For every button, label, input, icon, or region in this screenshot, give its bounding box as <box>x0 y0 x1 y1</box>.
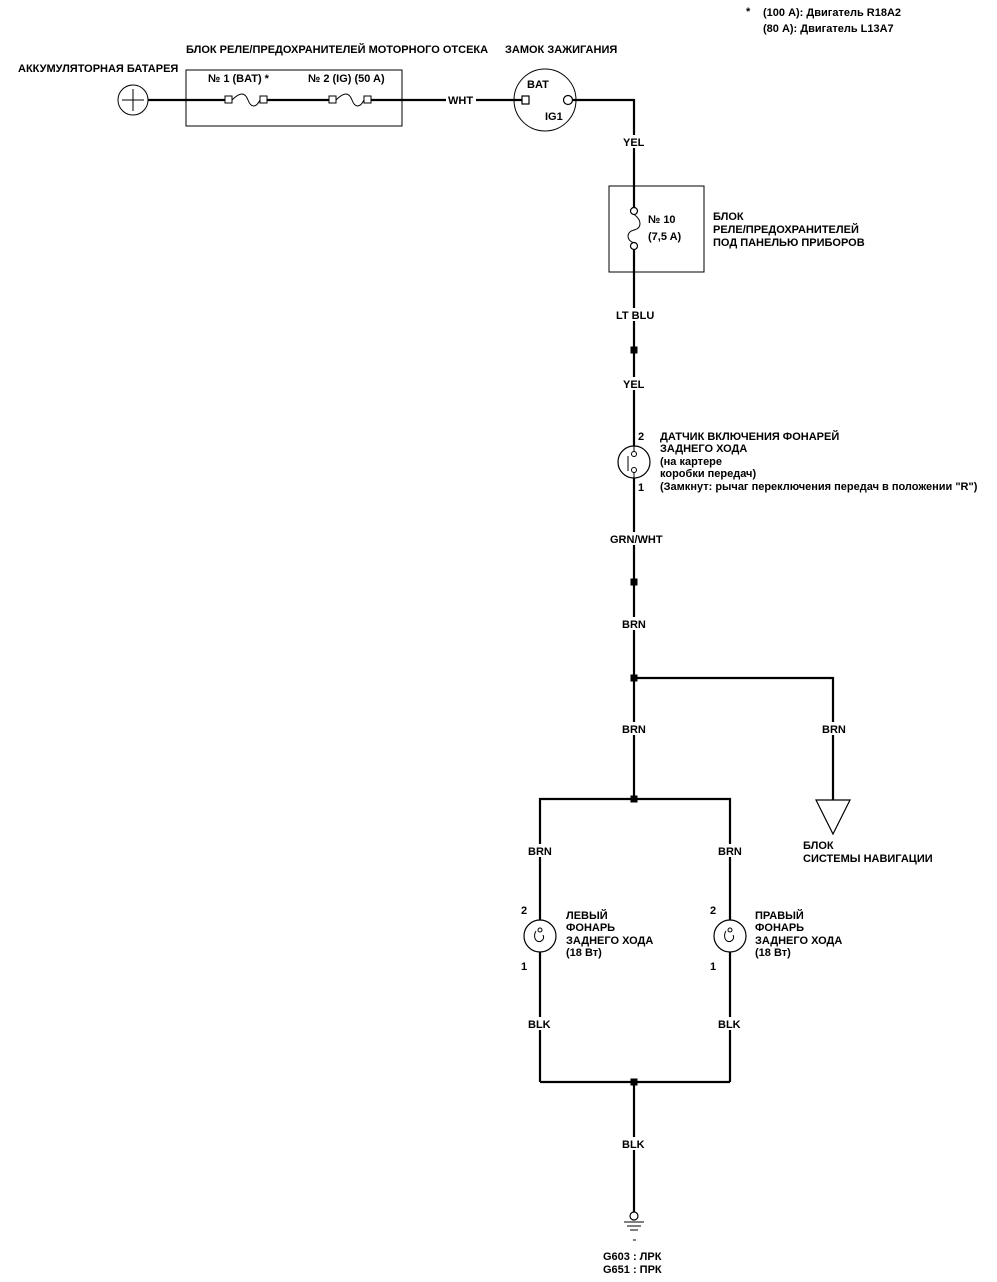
fuse2-icon <box>328 93 372 107</box>
wire-label-bg <box>526 844 556 857</box>
wire-label-grnwht: GRN/WHT <box>610 534 663 546</box>
engine-fuse-box <box>185 69 403 127</box>
wire-label-bg <box>608 532 664 545</box>
right-lamp-pin2: 2 <box>710 905 716 917</box>
right-lamp-icon <box>713 919 747 953</box>
battery-label: АККУМУЛЯТОРНАЯ БАТАРЕЯ <box>18 63 178 75</box>
wire-brn-lamps <box>538 797 732 920</box>
wire-label-brn-nav: BRN <box>822 724 846 736</box>
left-lamp-icon <box>523 919 557 953</box>
wire-label-ltblu: LT BLU <box>616 310 654 322</box>
fuse2-label: № 2 (IG) (50 A) <box>308 73 385 85</box>
wire-ig1-yel <box>572 98 636 208</box>
junction-dot <box>630 795 638 803</box>
wire-brn-nav <box>634 676 835 800</box>
dash-fuse-box-label2: РЕЛЕ/ПРЕДОХРАНИТЕЛЕЙ <box>713 223 859 236</box>
right-lamp-label3: ЗАДНЕГО ХОДА <box>755 935 842 947</box>
fuse1-label: № 1 (BAT) * <box>208 73 270 85</box>
right-lamp-label1: ПРАВЫЙ <box>755 909 804 922</box>
navigation-arrow-icon <box>815 799 851 836</box>
footnote-star: * <box>746 6 751 18</box>
reverse-switch-label5: (Замкнут: рычаг переключения передач в п… <box>660 481 978 493</box>
reverse-switch-label3: (на картере <box>660 456 722 468</box>
left-lamp-label2: ФОНАРЬ <box>566 922 615 934</box>
wire-label-bg <box>446 93 476 106</box>
right-lamp-pin1: 1 <box>710 961 716 973</box>
left-lamp-label1: ЛЕВЫЙ <box>566 909 608 922</box>
ignition-bat-label: BAT <box>527 79 549 91</box>
fuse10-icon <box>627 206 641 251</box>
fuse10-rating: (7,5 A) <box>648 231 682 243</box>
footnote-line2: (80 А): Двигатель L13A7 <box>763 23 894 35</box>
dash-fuse-box <box>608 185 705 273</box>
ignition-ig1-label: IG1 <box>545 111 563 123</box>
reverse-switch-icon <box>617 445 651 479</box>
wire-label-yel1: YEL <box>623 137 645 149</box>
reverse-switch-label4: коробки передач) <box>660 468 756 480</box>
footnote-line1: (100 А): Двигатель R18A2 <box>763 7 901 19</box>
navigation-label2: СИСТЕМЫ НАВИГАЦИИ <box>803 853 933 865</box>
right-lamp-label4: (18 Вт) <box>755 947 791 959</box>
reverse-switch-label2: ЗАДНЕГО ХОДА <box>660 443 747 455</box>
wire-label-brn-left: BRN <box>528 846 552 858</box>
wire-label-bg <box>716 844 746 857</box>
wire-label-brn1: BRN <box>622 619 646 631</box>
wire-label-blk-right: BLK <box>718 1019 741 1031</box>
ground-icon <box>624 1211 644 1241</box>
wire-label-yel2: YEL <box>623 379 645 391</box>
ground-label1: G603 : ЛРК <box>603 1251 662 1263</box>
engine-fuse-box-label: БЛОК РЕЛЕ/ПРЕДОХРАНИТЕЛЕЙ МОТОРНОГО ОТСЕ… <box>186 43 488 56</box>
wire-label-bg <box>620 1137 650 1150</box>
wire-label-brn2: BRN <box>622 724 646 736</box>
wire-label-bg <box>620 617 650 630</box>
fuse10-label: № 10 <box>648 214 676 226</box>
wire-label-bg <box>614 308 656 321</box>
wire-label-brn-right: BRN <box>718 846 742 858</box>
junction-dot <box>630 674 638 682</box>
connector-dot <box>630 578 638 586</box>
ignition-switch-icon <box>513 68 577 132</box>
left-lamp-label3: ЗАДНЕГО ХОДА <box>566 935 653 947</box>
reverse-switch-pin1: 1 <box>638 482 644 494</box>
wire-label-bg <box>620 722 650 735</box>
left-lamp-label4: (18 Вт) <box>566 947 602 959</box>
wire-label-bg <box>620 135 650 148</box>
dash-fuse-box-label1: БЛОК <box>713 211 744 223</box>
left-lamp-pin1: 1 <box>521 961 527 973</box>
wire-label-bg <box>620 377 650 390</box>
reverse-switch-label1: ДАТЧИК ВКЛЮЧЕНИЯ ФОНАРЕЙ <box>660 430 839 443</box>
wire-label-bg <box>526 1017 556 1030</box>
navigation-label1: БЛОК <box>803 840 834 852</box>
reverse-switch-pin2: 2 <box>638 431 644 443</box>
right-lamp-label2: ФОНАРЬ <box>755 922 804 934</box>
wire-label-bg <box>716 1017 746 1030</box>
connector-dot <box>630 346 638 354</box>
battery-icon <box>117 84 149 116</box>
wire-label-bg <box>820 722 850 735</box>
wire-label-wht-text: WHT <box>448 95 473 107</box>
wire-label-blk-main: BLK <box>622 1139 645 1151</box>
dash-fuse-box-label3: ПОД ПАНЕЛЬЮ ПРИБОРОВ <box>713 237 865 249</box>
wire-label-blk-left: BLK <box>528 1019 551 1031</box>
fuse1-icon <box>224 93 268 107</box>
left-lamp-pin2: 2 <box>521 905 527 917</box>
ground-label2: G651 : ПРК <box>603 1264 662 1276</box>
ignition-label: ЗАМОК ЗАЖИГАНИЯ <box>505 44 617 56</box>
